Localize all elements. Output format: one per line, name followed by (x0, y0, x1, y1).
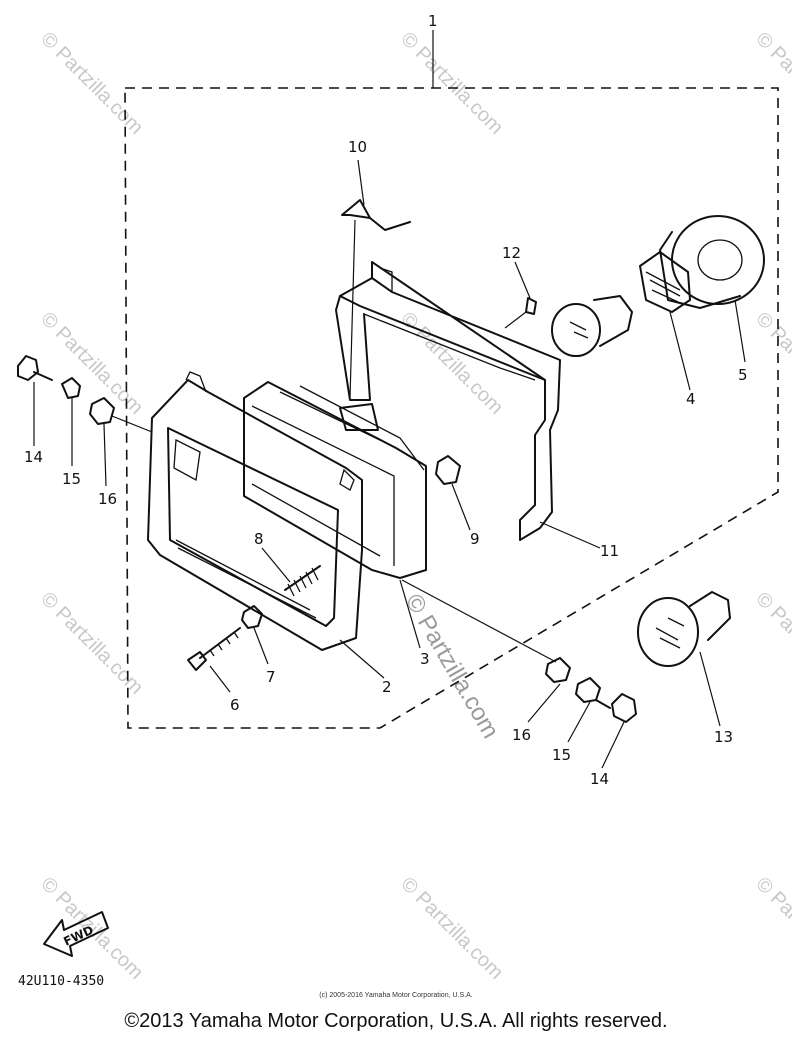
grommet (545, 657, 571, 683)
nut (525, 297, 537, 315)
callout-4: 4 (686, 390, 696, 408)
collar (575, 677, 601, 703)
callout-6: 6 (230, 696, 240, 714)
right-fasteners (401, 579, 637, 769)
nut-clip (435, 455, 461, 485)
watermark: © Partzilla.com (36, 588, 147, 699)
callout-14-right: 14 (590, 770, 609, 788)
callout-13: 13 (714, 728, 733, 746)
callout-7: 7 (266, 668, 276, 686)
headlight-rim (147, 371, 385, 679)
callout-labels: 1 10 12 5 4 14 15 16 9 8 11 3 7 2 6 16 1… (24, 12, 748, 788)
callout-9: 9 (470, 530, 480, 548)
watermark: © Partzilla.com (400, 590, 504, 744)
callout-2: 2 (382, 678, 392, 696)
watermark: © Partzilla.com (36, 28, 147, 139)
collar (61, 377, 81, 399)
bulb (637, 591, 731, 727)
left-fasteners (17, 355, 153, 487)
small-copyright: (c) 2005-2016 Yamaha Motor Corporation, … (319, 992, 473, 999)
adjust-spring (261, 547, 321, 597)
diagram-code: 42U110-4350 (18, 974, 105, 989)
watermark: © Partzilla.com (396, 28, 507, 139)
socket-cover (659, 215, 765, 363)
headlight-bulb (551, 295, 633, 357)
adjust-screw (187, 627, 241, 693)
watermark: © Partzilla.com (751, 308, 792, 419)
watermark: © Partzilla.com (396, 308, 507, 419)
callout-11: 11 (600, 542, 619, 560)
assembly-boundary (124, 87, 779, 729)
callout-15-right: 15 (552, 746, 571, 764)
watermark: © Partzilla.com (751, 588, 792, 699)
headlight-bracket (335, 261, 601, 549)
callout-10: 10 (348, 138, 367, 156)
callout-16-left: 16 (98, 490, 117, 508)
watermark: © Partzilla.com (751, 873, 792, 984)
copyright-notice: ©2013 Yamaha Motor Corporation, U.S.A. A… (124, 1010, 668, 1032)
watermark: © Partzilla.com (36, 308, 147, 419)
callout-1: 1 (428, 12, 438, 30)
callout-5: 5 (738, 366, 748, 384)
callout-3: 3 (420, 650, 430, 668)
watermark: © Partzilla.com (751, 28, 792, 139)
callout-8: 8 (254, 530, 264, 548)
bulb-socket (639, 251, 691, 391)
clip (341, 199, 411, 231)
watermark: © Partzilla.com (396, 873, 507, 984)
callout-16-right: 16 (512, 726, 531, 744)
bolt (17, 355, 53, 381)
callout-12: 12 (502, 244, 521, 262)
bolt (595, 693, 637, 723)
nut-small (241, 605, 263, 629)
grommet (89, 397, 115, 425)
callout-15-left: 15 (62, 470, 81, 488)
callout-14-left: 14 (24, 448, 43, 466)
sealed-beam-unit (243, 381, 427, 649)
